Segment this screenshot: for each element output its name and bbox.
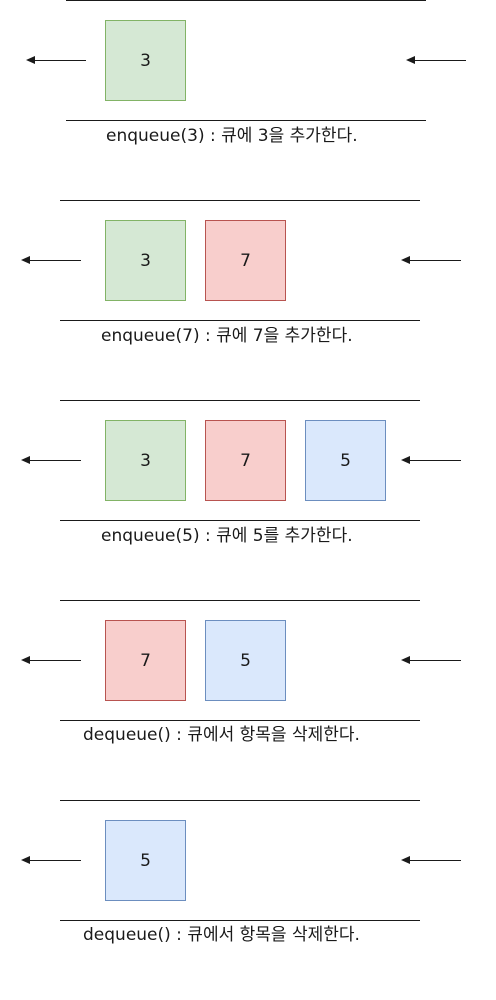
left-arrow-icon <box>406 56 466 65</box>
queue-stage-3: 3 7 5 enqueue(5) : 큐에 5를 추가한다. <box>0 400 496 600</box>
stage-caption: enqueue(7) : 큐에 7을 추가한다. <box>101 326 353 346</box>
queue-item-value: 7 <box>240 250 251 271</box>
queue-item-value: 7 <box>140 650 151 671</box>
queue-item: 7 <box>205 420 286 501</box>
queue-item-value: 3 <box>140 450 151 471</box>
queue-stage-4: 7 5 dequeue() : 큐에서 항목을 삭제한다. <box>0 600 496 800</box>
queue-bottom-line <box>60 720 420 721</box>
queue-item: 3 <box>105 20 186 101</box>
queue-item: 7 <box>105 620 186 701</box>
stage-caption: dequeue() : 큐에서 항목을 삭제한다. <box>83 725 360 745</box>
left-arrow-icon <box>21 856 81 865</box>
left-arrow-icon <box>21 456 81 465</box>
queue-stage-1: 3 enqueue(3) : 큐에 3을 추가한다. <box>0 0 496 200</box>
queue-item: 5 <box>305 420 386 501</box>
left-arrow-icon <box>26 56 86 65</box>
queue-bottom-line <box>60 520 420 521</box>
left-arrow-icon <box>401 656 461 665</box>
queue-top-line <box>66 0 426 1</box>
queue-item: 3 <box>105 220 186 301</box>
queue-item-value: 5 <box>340 450 351 471</box>
stage-caption: dequeue() : 큐에서 항목을 삭제한다. <box>83 925 360 945</box>
left-arrow-icon <box>401 256 461 265</box>
queue-item: 5 <box>205 620 286 701</box>
queue-item: 5 <box>105 820 186 901</box>
left-arrow-icon <box>401 456 461 465</box>
queue-top-line <box>60 200 420 201</box>
queue-item-value: 5 <box>240 650 251 671</box>
queue-bottom-line <box>66 120 426 121</box>
left-arrow-icon <box>21 656 81 665</box>
queue-item-value: 3 <box>140 50 151 71</box>
left-arrow-icon <box>21 256 81 265</box>
queue-item: 7 <box>205 220 286 301</box>
stage-caption: enqueue(5) : 큐에 5를 추가한다. <box>101 526 353 546</box>
queue-item-value: 5 <box>140 850 151 871</box>
stage-caption: enqueue(3) : 큐에 3을 추가한다. <box>106 126 358 146</box>
queue-item-value: 7 <box>240 450 251 471</box>
queue-bottom-line <box>60 320 420 321</box>
queue-top-line <box>60 800 420 801</box>
queue-stage-5: 5 dequeue() : 큐에서 항목을 삭제한다. <box>0 800 496 1000</box>
queue-top-line <box>60 600 420 601</box>
queue-bottom-line <box>60 920 420 921</box>
queue-item: 3 <box>105 420 186 501</box>
left-arrow-icon <box>401 856 461 865</box>
queue-item-value: 3 <box>140 250 151 271</box>
queue-top-line <box>60 400 420 401</box>
queue-stage-2: 3 7 enqueue(7) : 큐에 7을 추가한다. <box>0 200 496 400</box>
